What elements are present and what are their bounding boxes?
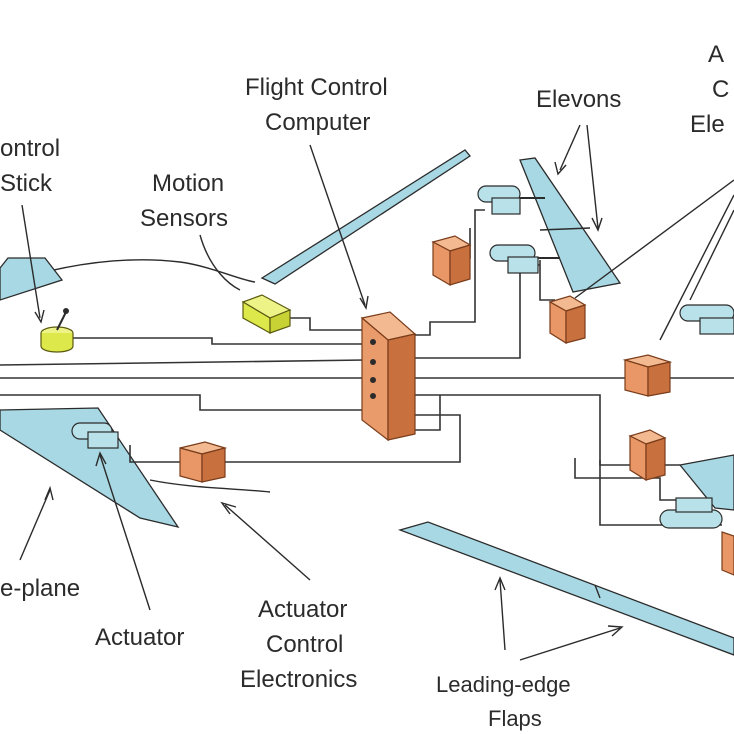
label-leading-edge-line1: Leading-edge	[436, 672, 571, 697]
label-motion-sensors-line2: Sensors	[140, 205, 228, 232]
label-ace-line1: Actuator	[258, 596, 347, 623]
upper-wing-surface	[260, 149, 471, 285]
ace-box-upper-2	[548, 295, 587, 345]
ace-box-middle	[622, 354, 673, 397]
fuselage-lower-curve	[149, 479, 271, 493]
flight-control-computer-box	[360, 311, 417, 442]
label-tailplane: e-plane	[0, 575, 80, 602]
label-motion-sensors-line1: Motion	[152, 170, 224, 197]
text-labels: Flight Control Computer Elevons ontrol S…	[0, 41, 729, 731]
leading-edge-flap-surface	[397, 521, 734, 656]
leader-lines	[19, 124, 734, 661]
flap-hinge	[594, 584, 601, 599]
upper-elevon-hinge	[539, 227, 591, 231]
motion-sensor-box	[241, 294, 292, 335]
left-lower-wing-surface	[0, 407, 180, 529]
label-cut-line2: C	[712, 76, 729, 103]
label-control-stick-line2: Stick	[0, 170, 53, 197]
actuator-cylinder-upper-1	[477, 185, 545, 215]
control-stick-base	[40, 308, 74, 353]
label-actuator: Actuator	[95, 624, 184, 651]
ace-box-upper-1	[431, 235, 472, 287]
label-cut-line3: Ele	[690, 111, 725, 138]
nose-surface	[0, 257, 64, 301]
actuator-cylinder-upper-2	[489, 244, 560, 274]
label-leading-edge-line2: Flaps	[488, 706, 542, 731]
ace-box-edge-right	[721, 531, 734, 576]
label-cut-line1: A	[708, 41, 724, 68]
actuator-cylinder-lower-right	[659, 497, 723, 529]
actuator-cylinder-right	[679, 304, 734, 335]
label-flight-control-line2: Computer	[265, 109, 370, 136]
actuator-cylinder-left	[71, 422, 119, 449]
upper-elevon-surface	[519, 157, 622, 293]
lower-right-elevon-surface	[678, 454, 734, 511]
label-ace-line2: Control	[266, 631, 343, 658]
label-flight-control-line1: Flight Control	[245, 74, 388, 101]
label-elevons: Elevons	[536, 86, 621, 113]
ace-box-lower-right	[628, 429, 667, 482]
ace-box-lower-left	[179, 441, 228, 483]
label-control-stick-line1: ontrol	[0, 135, 60, 162]
label-ace-line3: Electronics	[240, 666, 357, 693]
